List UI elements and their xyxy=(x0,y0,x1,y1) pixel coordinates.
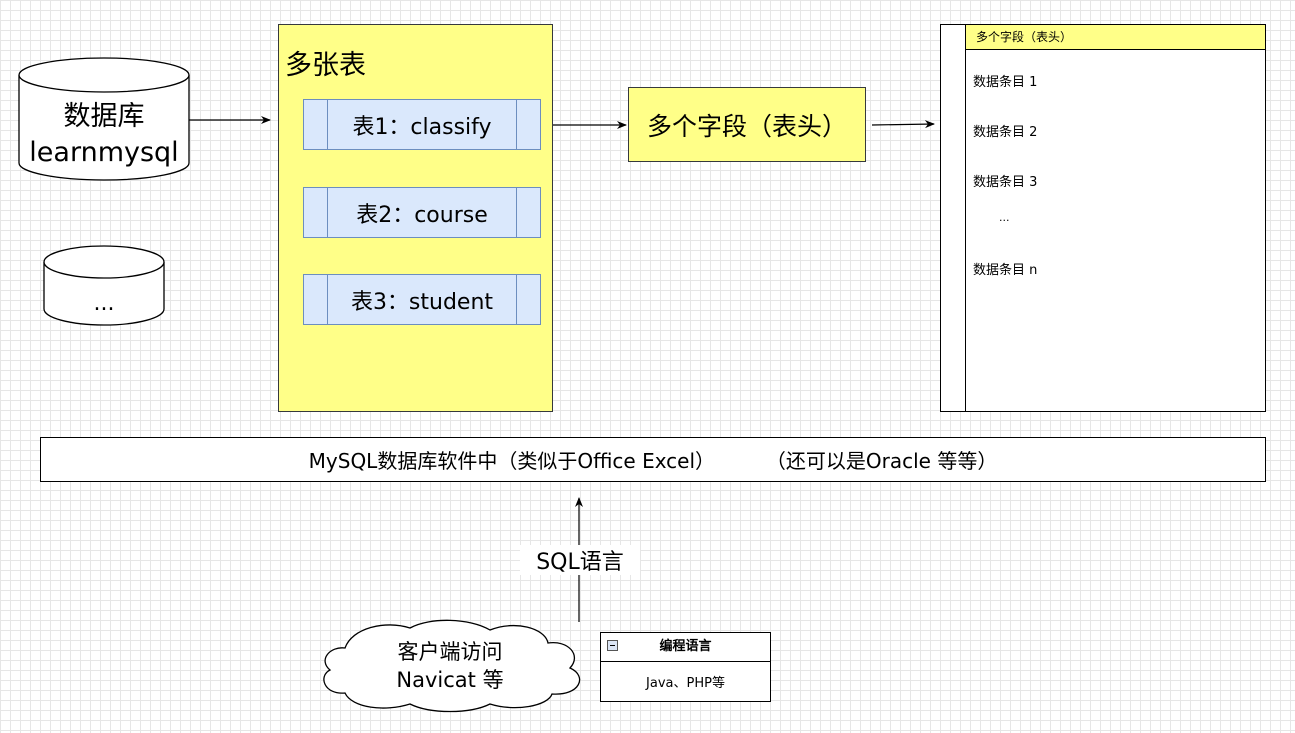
database-name: 数据库 xyxy=(63,101,145,132)
collapse-toggle-icon[interactable] xyxy=(607,640,618,651)
record-item: 数据条目 n xyxy=(973,263,1038,278)
records-list[interactable]: 多个字段（表头） 数据条目 1 数据条目 2 数据条目 3 ... 数据条目 n xyxy=(940,24,1266,412)
programming-language-box[interactable]: 编程语言 Java、PHP等 xyxy=(600,632,771,702)
client-access[interactable]: 客户端访问 Navicat 等 xyxy=(340,638,560,694)
record-item: 数据条目 2 xyxy=(973,125,1038,140)
records-header: 多个字段（表头） xyxy=(965,25,1265,50)
database-more-cylinder xyxy=(43,245,165,326)
record-item: 数据条目 1 xyxy=(973,75,1038,90)
client-line2: Navicat 等 xyxy=(396,668,504,692)
fields-box[interactable]: 多个字段（表头） xyxy=(628,87,866,162)
record-ellipsis: ... xyxy=(999,211,1010,224)
table-item-student[interactable]: 表3：student xyxy=(303,274,541,325)
records-gutter xyxy=(965,49,966,411)
client-cloud xyxy=(323,619,581,713)
fields-label: 多个字段（表头） xyxy=(646,111,847,141)
tables-title: 多张表 xyxy=(285,50,366,81)
table-item-label: 表1：classify xyxy=(352,114,492,140)
table-item-label: 表3：student xyxy=(350,289,494,315)
arrow-fields-to-records xyxy=(871,120,935,129)
database-more[interactable]: ... xyxy=(93,290,115,316)
sql-language-label: SQL语言 xyxy=(520,545,640,575)
database-cylinder xyxy=(18,57,190,181)
programming-language-header: 编程语言 xyxy=(601,633,770,662)
database[interactable]: 数据库 learnmysql xyxy=(19,96,189,176)
mysql-software-bar[interactable]: MySQL数据库软件中（类似于Office Excel） （还可以是Oracle… xyxy=(40,437,1266,482)
mysql-label: MySQL数据库软件中（类似于Office Excel） （还可以是Oracle… xyxy=(308,449,998,473)
table-item-classify[interactable]: 表1：classify xyxy=(303,99,541,150)
client-line1: 客户端访问 xyxy=(397,640,503,664)
record-item: 数据条目 3 xyxy=(973,175,1038,190)
programming-language-body: Java、PHP等 xyxy=(646,676,725,691)
database-id: learnmysql xyxy=(29,137,179,168)
table-item-label: 表2：course xyxy=(356,202,488,228)
table-item-course[interactable]: 表2：course xyxy=(303,187,541,238)
programming-language-title: 编程语言 xyxy=(659,639,712,654)
